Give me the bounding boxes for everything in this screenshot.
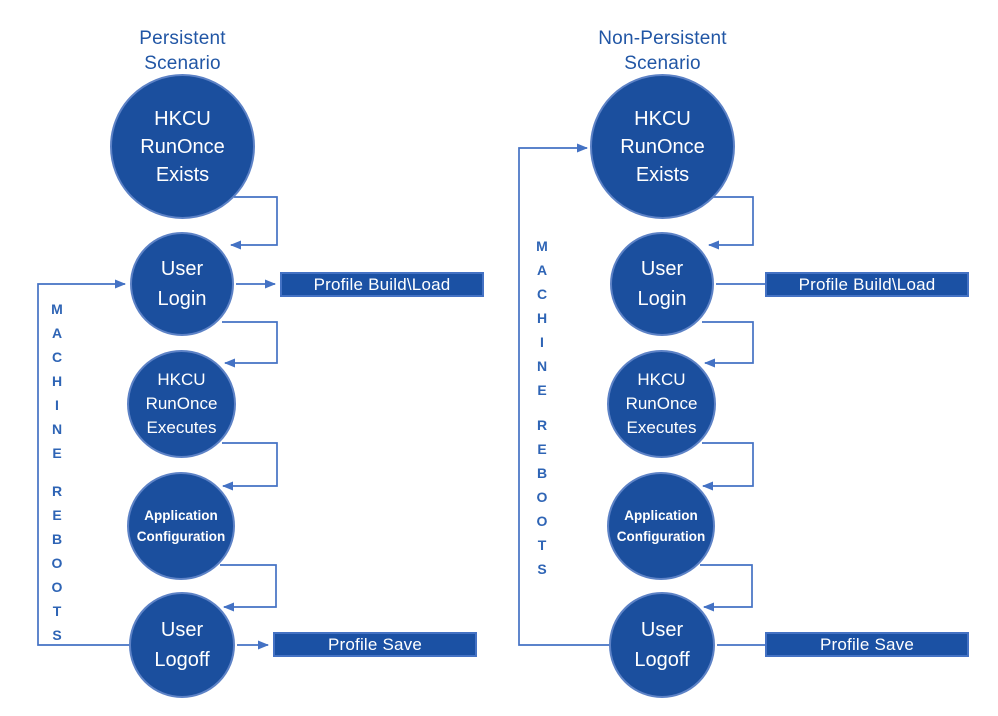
node-label-line: Login [157,288,207,310]
node-label-line: RunOnce [145,394,218,413]
node-label-line: RunOnce [620,135,705,158]
reboots-label: REBOOTS [49,483,65,651]
node-label-line: Exists [155,163,210,186]
node-label-line: Login [637,288,687,310]
node-label-line: RunOnce [625,394,698,413]
title-line: Non-Persistent [598,28,727,49]
connector-reboot-loop-persistent [37,279,130,646]
connector-exists-to-login [230,196,278,250]
node-user-logoff: User Logoff [609,592,715,698]
node-label-line: Configuration [136,529,226,544]
node-label-line: User [160,619,204,641]
node-application-configuration: Application Configuration [607,472,715,580]
node-hkcu-runonce-executes: HKCU RunOnce Executes [607,350,716,458]
node-user-login: User Login [610,232,714,336]
node-label-line: HKCU [157,370,206,389]
title-line: Scenario [144,53,221,74]
node-application-configuration: Application Configuration [127,472,235,580]
connector-login-to-executes [222,321,278,368]
connector-executes-to-appconfig [702,442,754,491]
machine-label: MACHINE [49,301,65,469]
node-label-line: User [640,258,684,280]
connector-executes-to-appconfig [222,442,278,491]
title-line: Scenario [624,53,701,74]
profile-build-load-box: Profile Build\Load [280,272,484,297]
profile-save-label: Profile Save [819,634,915,654]
connector-appconfig-to-logoff [700,564,753,612]
profile-build-load-label: Profile Build\Load [798,274,936,294]
profile-save-box: Profile Save [765,632,969,657]
node-user-login: User Login [130,232,234,336]
node-label-line: HKCU [637,370,686,389]
node-hkcu-runonce-exists: HKCU RunOnce Exists [110,74,255,219]
diagram-title: Non-Persistent Scenario [510,26,815,76]
node-label-line: Executes [626,418,697,437]
profile-save-label: Profile Save [327,634,423,654]
reboots-label: REBOOTS [534,417,550,585]
node-label-line: Exists [635,163,690,186]
connector-reboot-loop-non-persistent [518,143,610,646]
title-line: Persistent [139,28,226,49]
profile-save-box: Profile Save [273,632,477,657]
machine-label: MACHINE [534,238,550,406]
non-persistent-scenario-diagram: Non-Persistent Scenario MACHINE REBOOTS … [480,0,998,716]
node-label-line: Executes [146,418,217,437]
node-label-line: User [640,619,684,641]
connector-exists-to-login [708,196,754,250]
profile-build-load-box: Profile Build\Load [765,272,969,297]
persistent-scenario-diagram: Persistent Scenario MACHINE REBOOTS HKCU… [30,26,484,698]
profile-build-load-label: Profile Build\Load [313,274,451,294]
node-label-line: Application [144,508,218,523]
node-hkcu-runonce-executes: HKCU RunOnce Executes [127,350,236,458]
node-label-line: RunOnce [140,135,225,158]
node-label-line: Logoff [154,649,210,671]
node-label-line: Configuration [616,529,706,544]
node-user-logoff: User Logoff [129,592,235,698]
node-label-line: User [160,258,204,280]
node-label-line: Application [624,508,698,523]
connector-login-to-executes [702,321,754,368]
node-label-line: HKCU [634,107,691,130]
node-hkcu-runonce-exists: HKCU RunOnce Exists [590,74,735,219]
connector-appconfig-to-logoff [220,564,277,612]
diagram-title: Persistent Scenario [30,26,335,76]
node-label-line: HKCU [154,107,211,130]
node-label-line: Logoff [634,649,690,671]
